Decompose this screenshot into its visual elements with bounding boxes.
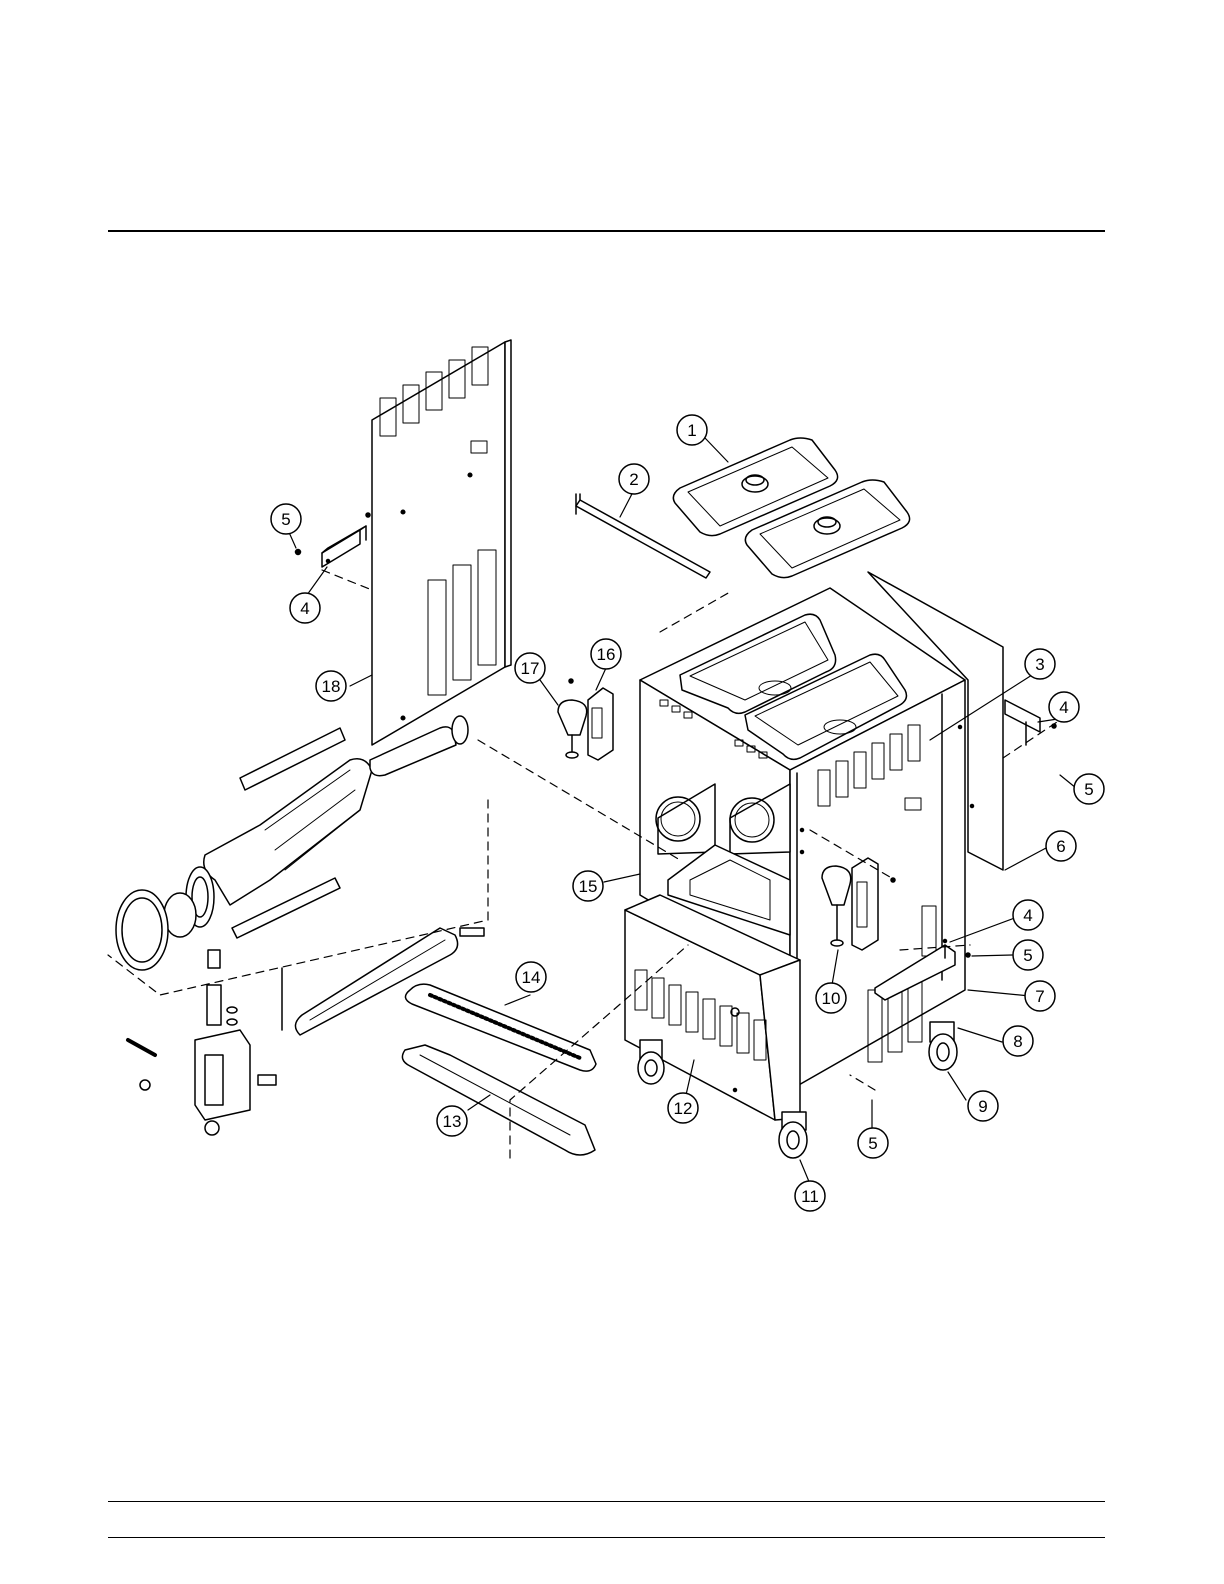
callout-label: 18 xyxy=(322,677,341,696)
back-panel xyxy=(372,340,511,745)
callout-label: 4 xyxy=(1059,698,1068,717)
callout-c5c: 5 xyxy=(1013,940,1043,970)
callout-label: 16 xyxy=(597,645,616,664)
callout-c14: 14 xyxy=(516,962,546,992)
callout-c4a: 4 xyxy=(290,593,320,623)
callout-label: 4 xyxy=(1023,906,1032,925)
callout-label: 5 xyxy=(1023,946,1032,965)
callout-label: 10 xyxy=(822,989,841,1008)
caster-front-left xyxy=(638,1040,664,1084)
callout-c5b: 5 xyxy=(1074,774,1104,804)
callout-c1: 1 xyxy=(677,415,707,445)
callout-label: 11 xyxy=(801,1187,819,1206)
callout-c5d: 5 xyxy=(858,1128,888,1158)
callout-c7: 7 xyxy=(1025,981,1055,1011)
callout-c6: 6 xyxy=(1046,831,1076,861)
callout-c12: 12 xyxy=(668,1093,698,1123)
caster-front xyxy=(779,1112,807,1158)
bracket-left xyxy=(322,513,370,567)
callout-label: 5 xyxy=(868,1134,877,1153)
callout-label: 15 xyxy=(579,877,598,896)
draw-valve-assembly-left xyxy=(558,679,613,760)
callout-label: 14 xyxy=(522,968,541,987)
callout-c17: 17 xyxy=(515,653,545,683)
callout-label: 8 xyxy=(1013,1032,1022,1051)
callout-c8: 8 xyxy=(1003,1026,1033,1056)
callout-label: 4 xyxy=(300,599,309,618)
callout-c15: 15 xyxy=(573,871,603,901)
footer-rule-bottom xyxy=(108,1537,1105,1538)
callout-label: 12 xyxy=(674,1099,693,1118)
callout-c2: 2 xyxy=(619,464,649,494)
callout-label: 2 xyxy=(629,470,638,489)
callout-c3: 3 xyxy=(1025,649,1055,679)
callout-c4c: 4 xyxy=(1013,900,1043,930)
callout-c9: 9 xyxy=(968,1091,998,1121)
footer-rule-top xyxy=(108,1501,1105,1502)
callout-c13: 13 xyxy=(437,1106,467,1136)
callout-c10: 10 xyxy=(816,983,846,1013)
callout-c18: 18 xyxy=(316,671,346,701)
callout-c11: 11 xyxy=(795,1181,825,1211)
callout-label: 5 xyxy=(281,510,290,529)
callout-c5a: 5 xyxy=(271,504,301,534)
callout-c4b: 4 xyxy=(1049,692,1079,722)
callout-label: 13 xyxy=(443,1112,462,1131)
callout-label: 17 xyxy=(521,659,540,678)
callout-label: 9 xyxy=(978,1097,987,1116)
callout-label: 1 xyxy=(687,421,696,440)
callout-label: 3 xyxy=(1035,655,1044,674)
beater-assembly xyxy=(116,716,468,970)
callout-label: 6 xyxy=(1056,837,1065,856)
callout-label: 7 xyxy=(1035,987,1044,1006)
screw xyxy=(296,550,301,555)
callout-c16: 16 xyxy=(591,639,621,669)
caster-right xyxy=(929,1022,957,1070)
callout-label: 5 xyxy=(1084,780,1093,799)
valve-body-assembly xyxy=(128,950,276,1135)
